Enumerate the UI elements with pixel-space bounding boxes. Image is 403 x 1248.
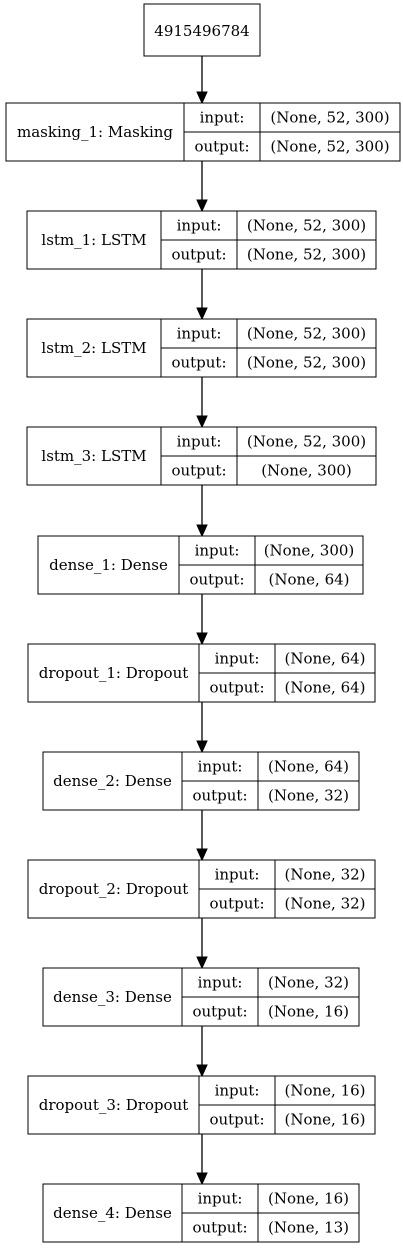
output-shape: (None, 32): [284, 895, 365, 913]
layer-node: dropout_1: Dropout input: output: (None, 64…: [27, 643, 376, 703]
layer-node: dense_3: Dense input: output: (None, 32) (No…: [42, 967, 360, 1027]
layer-node: dense_2: Dense input: output: (None, 64) (No…: [42, 751, 360, 811]
arrowhead: [196, 956, 208, 970]
layer-node: dropout_2: Dropout input: output: (None, 32…: [27, 859, 376, 919]
input-shape: (None, 52, 300): [247, 217, 366, 235]
input-label: input:: [177, 325, 222, 343]
output-label: output:: [192, 787, 247, 805]
input-label: input:: [198, 974, 243, 992]
layer-name: dense_3: Dense: [53, 988, 172, 1006]
layer-name: dense_2: Dense: [53, 772, 172, 790]
layer-name: dense_1: Dense: [49, 556, 168, 574]
layer-node: lstm_1: LSTM input: output: (None, 52, 300)…: [26, 210, 377, 270]
output-shape: (None, 300): [261, 462, 352, 480]
input-shape: (None, 52, 300): [247, 433, 366, 451]
output-label: output:: [209, 1111, 264, 1129]
layer-name: dropout_2: Dropout: [39, 880, 189, 898]
output-shape: (None, 64): [284, 679, 365, 697]
layer-nodes: masking_1: Masking input: output: (None, 52…: [5, 102, 401, 1243]
output-label: output:: [171, 462, 226, 480]
layer-node: lstm_2: LSTM input: output: (None, 52, 300)…: [26, 318, 377, 378]
output-shape: (None, 16): [284, 1111, 365, 1129]
input-label: input:: [215, 1082, 260, 1100]
output-label: output:: [209, 895, 264, 913]
output-label: output:: [192, 1219, 247, 1237]
output-label: output:: [171, 354, 226, 372]
input-label: input:: [215, 866, 260, 884]
layer-node: dense_4: Dense input: output: (None, 16) (No…: [42, 1183, 360, 1243]
arrowhead: [196, 632, 208, 646]
output-shape: (None, 16): [268, 1003, 349, 1021]
edge-arrow: [196, 1026, 208, 1078]
input-label: input:: [215, 650, 260, 668]
output-shape: (None, 64): [268, 571, 349, 589]
layer-name: lstm_1: LSTM: [41, 231, 146, 249]
edge-arrow: [196, 269, 208, 321]
arrowhead: [196, 740, 208, 754]
input-shape: (None, 52, 300): [247, 325, 366, 343]
output-label: output:: [194, 138, 249, 156]
arrowhead: [196, 1064, 208, 1078]
output-label: output:: [189, 571, 244, 589]
input-shape: (None, 64): [284, 650, 365, 668]
edge-arrow: [196, 702, 208, 754]
input-label: input:: [195, 542, 240, 560]
input-shape: (None, 16): [284, 1082, 365, 1100]
edge-arrow: [196, 377, 208, 429]
layer-node: masking_1: Masking input: output: (None, 52…: [5, 102, 401, 162]
root-node: 4915496784: [143, 3, 261, 57]
arrowhead: [196, 91, 208, 105]
arrowhead: [196, 524, 208, 538]
layer-name: dropout_3: Dropout: [39, 1096, 189, 1114]
output-shape: (None, 52, 300): [270, 138, 389, 156]
arrowhead: [196, 415, 208, 429]
edge-arrow: [196, 161, 208, 213]
layer-name: dropout_1: Dropout: [39, 664, 189, 682]
input-shape: (None, 16): [268, 1190, 349, 1208]
edge-arrow: [196, 594, 208, 646]
input-label: input:: [200, 109, 245, 127]
input-label: input:: [177, 433, 222, 451]
input-shape: (None, 52, 300): [270, 109, 389, 127]
edge-arrow: [196, 918, 208, 970]
arrowhead: [196, 848, 208, 862]
arrowhead: [196, 1172, 208, 1186]
arrowhead: [196, 307, 208, 321]
layer-node: dropout_3: Dropout input: output: (None, 16…: [27, 1075, 376, 1135]
layer-name: masking_1: Masking: [17, 123, 173, 141]
input-shape: (None, 300): [264, 542, 355, 560]
layer-node: lstm_3: LSTM input: output: (None, 52, 300)…: [26, 426, 377, 486]
edge-arrow: [196, 56, 208, 105]
output-label: output:: [192, 1003, 247, 1021]
edge-arrow: [196, 1134, 208, 1186]
input-shape: (None, 32): [284, 866, 365, 884]
output-shape: (None, 13): [268, 1219, 349, 1237]
input-label: input:: [198, 1190, 243, 1208]
input-shape: (None, 32): [268, 974, 349, 992]
layer-node: dense_1: Dense input: output: (None, 300) (N…: [37, 535, 364, 595]
layer-name: lstm_3: LSTM: [41, 447, 146, 465]
edges: [196, 56, 208, 1186]
output-shape: (None, 52, 300): [247, 354, 366, 372]
arrowhead: [196, 199, 208, 213]
input-label: input:: [177, 217, 222, 235]
root-node-label: 4915496784: [154, 22, 249, 40]
layer-name: dense_4: Dense: [53, 1204, 172, 1222]
edge-arrow: [196, 485, 208, 538]
layer-name: lstm_2: LSTM: [41, 339, 146, 357]
input-label: input:: [198, 758, 243, 776]
output-label: output:: [171, 246, 226, 264]
edge-arrow: [196, 810, 208, 862]
output-shape: (None, 52, 300): [247, 246, 366, 264]
output-shape: (None, 32): [268, 787, 349, 805]
output-label: output:: [209, 679, 264, 697]
input-shape: (None, 64): [268, 758, 349, 776]
